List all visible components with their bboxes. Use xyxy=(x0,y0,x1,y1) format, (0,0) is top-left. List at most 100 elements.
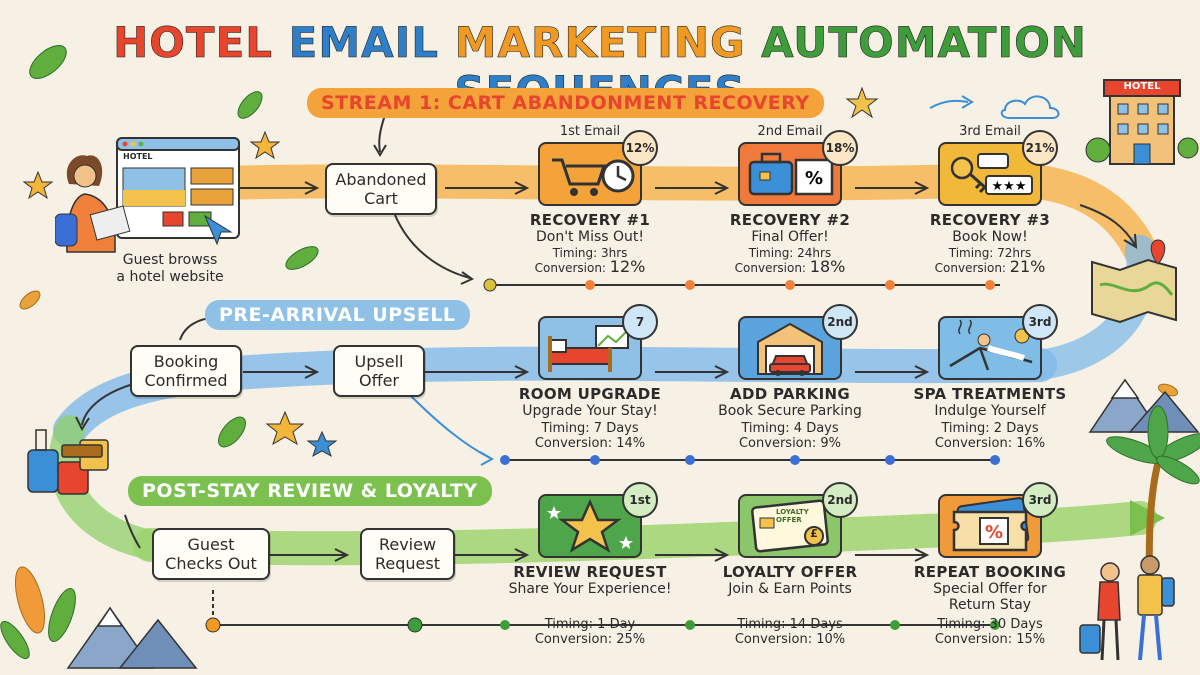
email-timing: Timing: 3hrs xyxy=(552,246,628,260)
conversion-value: 21% xyxy=(1009,257,1046,276)
email-timing: Timing: 24hrs xyxy=(748,246,832,260)
conversion-label: Conversion: xyxy=(734,261,806,275)
email-name: REPEAT BOOKING xyxy=(913,563,1067,581)
decor-stars xyxy=(22,86,879,458)
stream1-email-card: 2nd Email % 18% RECOVERY #2 Final Offer!… xyxy=(690,124,890,275)
title-word: EMAIL xyxy=(288,18,455,68)
email-metrics: Timing: 2 Days Conversion: 16% xyxy=(890,421,1090,451)
abandoned-cart-box: Abandoned Cart xyxy=(325,163,437,215)
sequence-badge: 2nd xyxy=(822,482,858,518)
svg-text:%: % xyxy=(805,168,823,189)
email-subject: Upgrade Your Stay! xyxy=(522,403,658,419)
email-conversion-row: Conversion: 21% xyxy=(890,257,1090,276)
star-icon-decor xyxy=(249,130,281,160)
email-subject: Join & Earn Points xyxy=(728,581,852,597)
box-line: Upsell xyxy=(354,352,404,371)
stream1-label: STREAM 1: CART ABANDONMENT RECOVERY xyxy=(307,88,824,118)
travellers-icon xyxy=(1079,555,1175,661)
sequence-badge: 3rd xyxy=(1022,482,1058,518)
hotel-sign: HOTEL xyxy=(1123,81,1161,92)
map-icon xyxy=(1091,239,1177,324)
email-conversion: Conversion: 10% xyxy=(734,632,846,647)
email-order-label: 3rd Email xyxy=(959,124,1021,139)
stream2-email-card: 7 ROOM UPGRADE Upgrade Your Stay! Timing… xyxy=(490,298,690,451)
svg-text:★★★: ★★★ xyxy=(992,179,1027,194)
email-timing: Timing: 30 Days xyxy=(937,617,1043,632)
box-line: Guest xyxy=(187,535,235,554)
title-word: HOTEL xyxy=(113,18,289,68)
email-timing: Timing: 2 Days xyxy=(941,421,1039,436)
sequence-badge: 1st xyxy=(622,482,658,518)
email-metrics: Timing: 72hrs Conversion: 21% xyxy=(890,247,1090,275)
box-line: Cart xyxy=(364,189,398,208)
conversion-label: Conversion: xyxy=(934,261,1006,275)
star-icon-decor xyxy=(306,430,338,458)
email-name: ROOM UPGRADE xyxy=(518,385,662,403)
email-order-label: 1st Email xyxy=(559,124,621,139)
stream3-label: POST-STAY REVIEW & LOYALTY xyxy=(128,476,492,506)
luggage-icon xyxy=(27,429,109,495)
ticket-percent-icon: % 3rd xyxy=(938,482,1058,558)
box-line: Request xyxy=(375,554,440,573)
box-line: Booking xyxy=(153,352,219,371)
email-metrics: Timing: 30 Days Conversion: 15% xyxy=(890,617,1090,647)
email-subject: Share Your Experience! xyxy=(508,581,672,597)
email-subject: Indulge Yourself xyxy=(934,403,1046,419)
star-icon: 1st xyxy=(538,482,658,558)
booking-confirmed-box: Booking Confirmed xyxy=(130,345,242,397)
email-timing: Timing: 14 Days xyxy=(737,617,843,632)
email-subject-line2: Return Stay xyxy=(948,597,1032,613)
title-word: MARKETING xyxy=(454,18,762,68)
garage-car-icon: 2nd xyxy=(738,304,858,380)
email-conversion: Conversion: 16% xyxy=(934,436,1046,451)
email-name: RECOVERY #3 xyxy=(929,211,1051,229)
stream3-email-card: LOYALTY OFFER £ 2nd LOYALTY OFFER Join &… xyxy=(690,476,890,647)
stream2-email-card: 2nd ADD PARKING Book Secure Parking Timi… xyxy=(690,298,890,451)
mountains-icon xyxy=(1088,378,1200,433)
browser-window-icon xyxy=(54,137,240,253)
conversion-label: Conversion: xyxy=(534,261,606,275)
box-line: Confirmed xyxy=(144,371,228,390)
email-metrics: Timing: 4 Days Conversion: 9% xyxy=(690,421,890,451)
sequence-badge: 2nd xyxy=(822,304,858,340)
pound-coin-icon: £ xyxy=(810,527,818,540)
email-conversion: Conversion: 14% xyxy=(534,436,646,451)
email-subject: Final Offer! xyxy=(751,229,829,245)
plant-icon xyxy=(0,566,76,660)
email-order-label xyxy=(490,476,690,492)
guest-caption-line2: a hotel website xyxy=(116,269,224,285)
spa-icon: 3rd xyxy=(938,304,1058,380)
guest-caption: Guest browss a hotel website xyxy=(85,252,255,286)
email-subject: Book Now! xyxy=(952,229,1028,245)
email-timing: Timing: 4 Days xyxy=(741,421,839,436)
conversion-badge: 18% xyxy=(822,130,858,166)
box-line: Review xyxy=(378,535,437,554)
page-title: HOTEL EMAIL MARKETING AUTOMATION SEQUENC… xyxy=(0,18,1200,117)
email-timing: Timing: 72hrs xyxy=(948,246,1032,260)
guest-browsing-illustration: HOTEL xyxy=(54,134,245,254)
conversion-badge: 12% xyxy=(622,130,658,166)
stream3-email-card: 1st REVIEW REQUEST Share Your Experience… xyxy=(490,476,690,647)
email-metrics: Timing: 3hrs Conversion: 12% xyxy=(490,247,690,275)
hotel-building-icon xyxy=(1085,79,1199,165)
bed-icon: 7 xyxy=(538,304,658,380)
email-order-label xyxy=(890,476,1090,492)
svg-text:%: % xyxy=(985,522,1003,543)
email-metrics: Timing: 14 Days Conversion: 10% xyxy=(690,617,890,647)
guest-caption-line1: Guest browss xyxy=(122,252,218,268)
box-line: Offer xyxy=(358,371,400,390)
stream3-email-card: % 3rd REPEAT BOOKING Special Offer for R… xyxy=(890,476,1090,647)
email-order-label: 2nd Email xyxy=(757,124,823,139)
stream1-email-card: 3rd Email ★★★ 21% RECOVERY #3 Book Now! … xyxy=(890,124,1090,275)
email-conversion-row: Conversion: 18% xyxy=(690,259,890,275)
stream2-email-card: 3rd SPA TREATMENTS Indulge Yourself Timi… xyxy=(890,298,1090,451)
star-icon-decor xyxy=(265,410,305,446)
email-conversion: Conversion: 25% xyxy=(534,632,646,647)
browser-hotel-label: HOTEL xyxy=(123,152,153,161)
conversion-badge: 21% xyxy=(1022,130,1058,166)
star-icon-decor xyxy=(845,86,879,119)
email-subject: Book Secure Parking xyxy=(718,403,862,419)
email-timing: Timing: 1 Day xyxy=(544,617,636,632)
email-order-label xyxy=(490,298,690,314)
box-line: Abandoned xyxy=(335,170,427,189)
